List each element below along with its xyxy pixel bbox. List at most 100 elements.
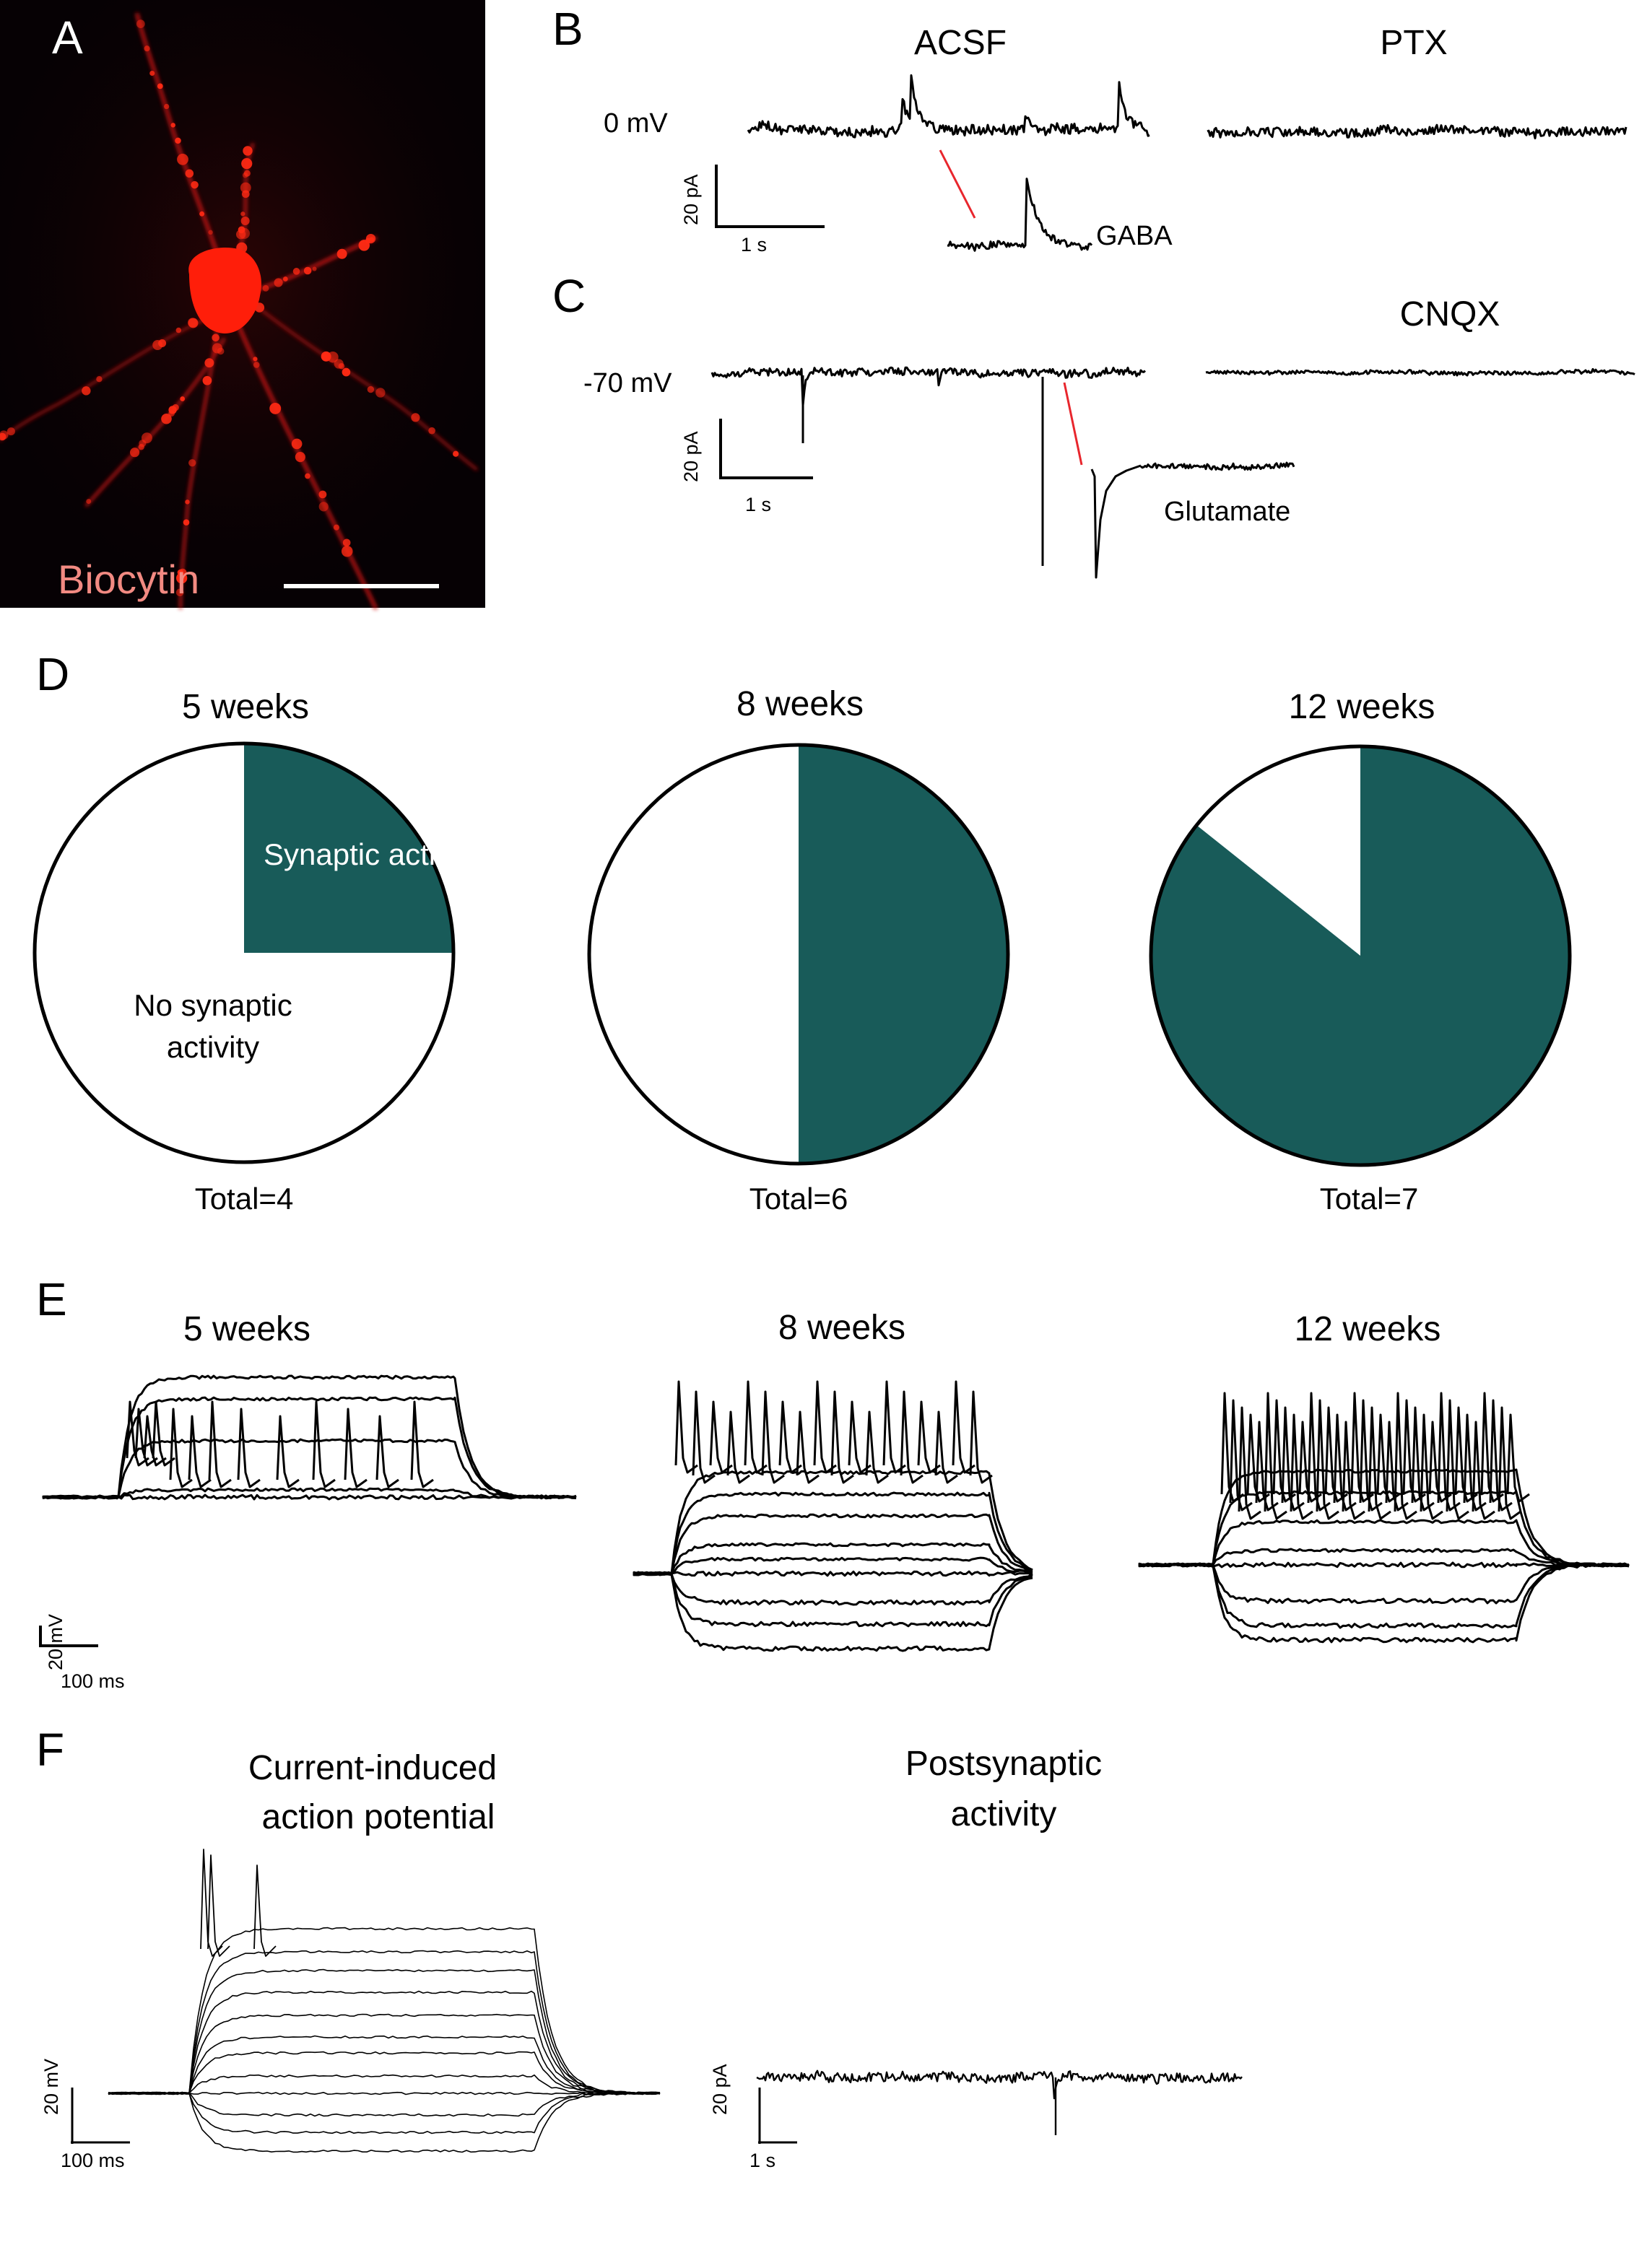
f-step-level-4 <box>108 2013 661 2095</box>
trace-cnqx <box>1205 367 1635 377</box>
dendritic-spine <box>188 459 196 467</box>
dendritic-spine <box>178 568 187 577</box>
panel-letter-e: E <box>36 1273 67 1325</box>
e-5weeks-spike-11 <box>375 1415 399 1488</box>
e-12weeks-spike-18 <box>1376 1413 1400 1503</box>
dendritic-spine <box>0 430 9 440</box>
e-8weeks-spike-17 <box>969 1390 993 1484</box>
e-8weeks-spike-14 <box>917 1400 941 1474</box>
e-12weeks-spike-33 <box>1506 1413 1530 1503</box>
e-8weeks-level-2 <box>633 1513 1033 1576</box>
e-12weeks-spike-21 <box>1402 1399 1426 1503</box>
f-step-level-0 <box>108 1927 661 2095</box>
scale-x-b: 1 s <box>741 234 768 256</box>
f-spike-2 <box>253 1864 277 1957</box>
f-title-right-2: activity <box>950 1795 1057 1833</box>
dendritic-spine <box>367 385 375 393</box>
e-12weeks-spike-2 <box>1238 1406 1261 1520</box>
e-8weeks-level-3 <box>633 1542 1033 1576</box>
e-8weeks-level-6 <box>633 1571 1033 1606</box>
f-title-right-1: Postsynaptic <box>905 1745 1103 1783</box>
e-12weeks-spike-11 <box>1316 1399 1339 1520</box>
dendritic-spine <box>338 362 345 370</box>
dendritic-spine <box>341 545 353 557</box>
dendritic-spine <box>199 211 205 217</box>
e-12weeks-spike-32 <box>1498 1406 1521 1520</box>
e-12weeks-spike-19 <box>1385 1421 1409 1512</box>
dendritic-spine <box>342 367 351 377</box>
e-5weeks-spike-3 <box>152 1400 175 1467</box>
f-step-level-7 <box>108 2074 661 2095</box>
pie-label-synaptic: Synaptic activity <box>264 837 482 871</box>
dendritic-spine <box>164 103 170 110</box>
dendritic-spine <box>453 450 459 457</box>
dendritic-spine <box>204 358 214 368</box>
e-12weeks-spike-27 <box>1454 1406 1478 1503</box>
dendritic-spine <box>238 227 251 240</box>
e-12weeks-level-2 <box>1138 1519 1630 1568</box>
dendritic-spine <box>312 266 317 271</box>
panel-letter-d: D <box>36 648 70 700</box>
neuron-image <box>0 0 485 610</box>
holding-potential-c: -70 mV <box>583 368 672 398</box>
e-12weeks-spike-17 <box>1368 1406 1391 1520</box>
e-traces <box>39 1374 1630 1652</box>
trace-b <box>715 74 1628 252</box>
e-8weeks-spike-3 <box>726 1410 750 1484</box>
e-12weeks-level-4 <box>1138 1561 1630 1569</box>
condition-cnqx: CNQX <box>1399 295 1500 333</box>
dendritic-spine <box>253 357 258 362</box>
dendritic-spine <box>292 268 300 275</box>
e-5weeks-level-2 <box>42 1493 577 1501</box>
glutamate-label: Glutamate <box>1164 497 1291 527</box>
pie-title-12-weeks: 12 weeks <box>1288 688 1435 726</box>
f-step-level-6 <box>108 2051 661 2095</box>
dendritic-spine <box>318 490 327 499</box>
pie-1-synaptic-slice <box>244 743 453 953</box>
trace-c <box>710 366 1635 579</box>
f-spike-1 <box>207 1854 230 1957</box>
scale-y-c: 20 pA <box>680 431 702 482</box>
e-title-8-weeks: 8 weeks <box>778 1309 906 1347</box>
dendritic-spine <box>262 284 269 292</box>
dendritic-spine <box>138 443 144 450</box>
dendritic-spine <box>336 248 347 259</box>
e-8weeks-spike-13 <box>900 1390 924 1484</box>
e-12weeks-spike-4 <box>1255 1421 1279 1512</box>
e-12weeks-spike-31 <box>1489 1399 1513 1512</box>
pie-title-5-weeks: 5 weeks <box>181 688 310 726</box>
dendritic-spine <box>274 278 283 287</box>
e-12weeks-spike-9 <box>1298 1421 1322 1503</box>
e-scale-y: 20 mV <box>45 1613 66 1670</box>
gaba-label: GABA <box>1096 221 1173 251</box>
connector-gaba <box>939 149 976 219</box>
dendritic-spine <box>82 386 91 396</box>
dendritic-spine <box>170 123 175 128</box>
dendritic-spine <box>144 45 150 52</box>
dendritic-spine <box>185 169 194 178</box>
e-title-12-weeks: 12 weeks <box>1294 1310 1441 1348</box>
dendritic-spine <box>202 375 212 385</box>
f-scale-y-right: 20 pA <box>709 2064 731 2115</box>
trace-acsf <box>747 74 1150 139</box>
e-12weeks-spike-20 <box>1394 1392 1417 1520</box>
pie-2-outline <box>587 743 1010 1166</box>
f-scale-x-left: 100 ms <box>61 2150 125 2171</box>
dendritic-spine <box>240 182 251 193</box>
dendrite-branch <box>0 316 211 442</box>
dendritic-spine <box>240 211 245 217</box>
f-step-level-1 <box>108 1950 661 2095</box>
dendritic-spine <box>269 402 282 414</box>
e-12weeks-spike-26 <box>1446 1399 1469 1520</box>
e-5weeks-spike-4 <box>169 1408 193 1488</box>
e-12weeks-spike-13 <box>1333 1413 1357 1512</box>
f-postsynaptic-trace <box>756 2069 1243 2100</box>
f-step-level-3 <box>108 1990 661 2095</box>
e-12weeks-spike-3 <box>1246 1413 1270 1503</box>
e-8weeks-spike-15 <box>934 1410 958 1484</box>
dendritic-spine <box>129 448 140 458</box>
f-scale-y-left: 20 mV <box>40 2058 62 2115</box>
dendritic-spine <box>212 333 220 342</box>
dendritic-spine <box>152 340 163 351</box>
dendritic-spine <box>282 276 288 282</box>
